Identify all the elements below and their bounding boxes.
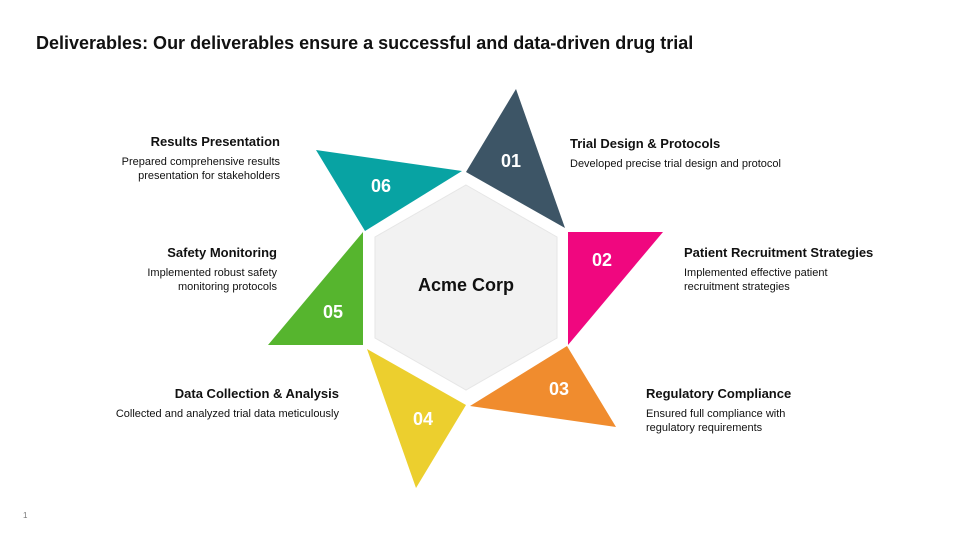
step-01-title: Trial Design & Protocols [570,136,721,151]
page-title: Deliverables: Our deliverables ensure a … [36,33,694,53]
step-04-triangle [367,349,466,488]
step-04-text: Data Collection & Analysis Collected and… [58,386,339,421]
step-06-triangle [316,150,462,231]
step-01-description: Developed precise trial design and proto… [570,158,781,170]
step-06-title: Results Presentation [150,134,280,149]
step-05-number: 05 [323,302,343,322]
step-02-number: 02 [592,250,612,270]
step-01-triangle [466,89,565,228]
step-04-title: Data Collection & Analysis [174,386,339,401]
step-05-triangle [268,232,363,345]
step-06-number: 06 [371,176,391,196]
step-02-triangle [568,232,663,345]
step-03-description: Ensured full compliance with regulatory … [646,408,786,434]
step-03-number: 03 [549,379,569,399]
step-02-title: Patient Recruitment Strategies [684,245,874,260]
step-06-description: Prepared comprehensive results presentat… [121,156,280,182]
step-02-text: Patient Recruitment Strategies Implement… [684,245,904,294]
center-hexagon [374,184,558,391]
step-02-description: Implemented effective patient recruitmen… [684,267,828,293]
step-04-description: Collected and analyzed trial data meticu… [115,408,339,420]
step-04-number: 04 [413,409,433,429]
step-03-title: Regulatory Compliance [646,386,792,401]
step-03-text: Regulatory Compliance Ensured full compl… [646,386,866,435]
page-number: 1 [23,511,28,520]
step-05-title: Safety Monitoring [167,245,277,260]
step-03-triangle [470,346,616,427]
step-06-text: Results Presentation Prepared comprehens… [80,134,280,183]
step-05-description: Implemented robust safety monitoring pro… [147,267,277,293]
step-01-text: Trial Design & Protocols Developed preci… [570,136,870,171]
step-05-text: Safety Monitoring Implemented robust saf… [97,245,277,294]
center-label: Acme Corp [418,275,514,295]
step-01-number: 01 [501,151,521,171]
